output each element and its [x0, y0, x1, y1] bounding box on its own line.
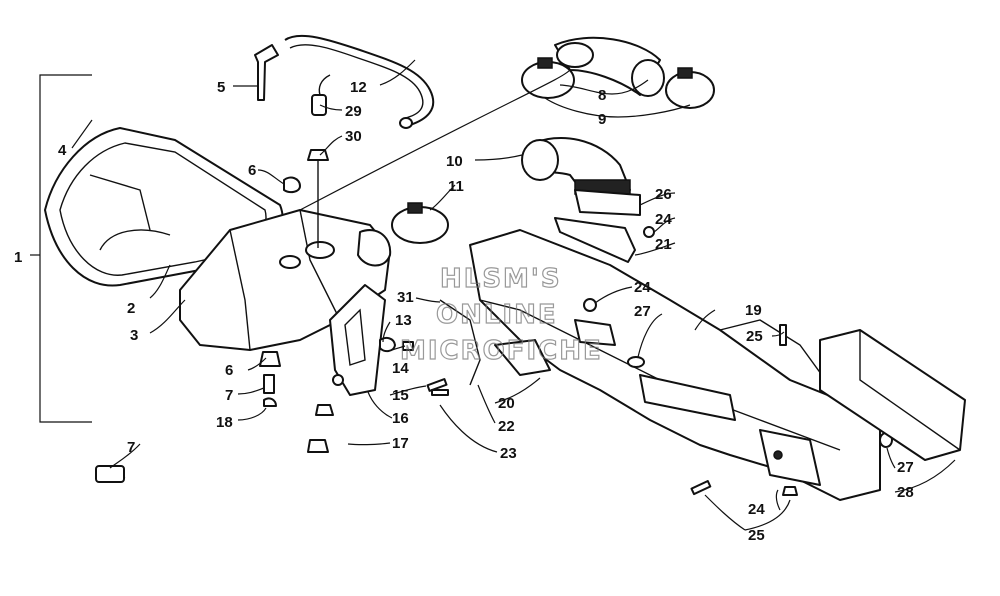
callout-9: 9 — [598, 111, 606, 128]
watermark-line-3: MICROFICHE — [400, 336, 603, 366]
callout-27-lower: 27 — [897, 459, 914, 476]
callout-27-upper: 27 — [634, 303, 651, 320]
watermark: HLSM'S ONLINE MICROFICHE — [399, 263, 603, 366]
callout-4: 4 — [58, 142, 67, 159]
foam-pad-part — [554, 189, 641, 263]
callout-2: 2 — [127, 300, 135, 317]
callout-6-lower: 6 — [225, 362, 233, 379]
callout-1: 1 — [14, 249, 22, 266]
callout-13: 13 — [395, 312, 412, 329]
drain-hose-part — [95, 409, 271, 487]
vent-hose-part — [284, 34, 435, 129]
callout-20: 20 — [498, 395, 515, 412]
callout-31: 31 — [397, 289, 414, 306]
intake-silencer-body-part — [469, 229, 893, 501]
callout-6-upper: 6 — [248, 162, 256, 179]
mount-bracket-part — [329, 284, 386, 396]
callout-24-upper: 24 — [655, 211, 672, 228]
fitting-part — [254, 44, 279, 101]
callout-24-middle: 24 — [634, 279, 651, 296]
foam-filter-part — [819, 329, 966, 461]
callout-18: 18 — [216, 414, 233, 431]
coupler-assembly-part — [521, 36, 715, 109]
callout-26: 26 — [655, 186, 672, 203]
hardware-part — [307, 226, 798, 496]
intake-elbow-part — [391, 137, 631, 244]
callout-25-lower: 25 — [748, 527, 765, 544]
watermark-line-2: ONLINE — [436, 300, 558, 330]
callout-15: 15 — [392, 387, 409, 404]
callout-28: 28 — [897, 484, 914, 501]
callout-29: 29 — [345, 103, 362, 120]
callout-30: 30 — [345, 128, 362, 145]
callout-3: 3 — [130, 327, 138, 344]
group-bracket — [30, 74, 92, 423]
callout-8: 8 — [598, 87, 606, 104]
callout-22: 22 — [498, 418, 515, 435]
callout-5: 5 — [217, 79, 225, 96]
callout-7-upper: 7 — [225, 387, 233, 404]
callout-16: 16 — [392, 410, 409, 427]
leader-lines — [71, 59, 956, 531]
watermark-line-1: HLSM'S — [440, 264, 562, 294]
callout-21: 21 — [655, 236, 672, 253]
callout-23: 23 — [500, 445, 517, 462]
callout-14: 14 — [392, 360, 409, 377]
callout-labels: 1 2 3 4 5 6 6 7 7 8 9 10 11 12 13 14 15 … — [14, 79, 914, 544]
callout-19: 19 — [745, 302, 762, 319]
callout-10: 10 — [446, 153, 463, 170]
callout-7-lower: 7 — [127, 439, 135, 456]
callout-24-lower: 24 — [748, 501, 765, 518]
grommet-part — [259, 176, 301, 407]
callout-25-upper: 25 — [746, 328, 763, 345]
callout-17: 17 — [392, 435, 409, 452]
callout-11: 11 — [448, 178, 464, 195]
temp-sensor-part — [307, 74, 331, 248]
callout-12: 12 — [350, 79, 367, 96]
